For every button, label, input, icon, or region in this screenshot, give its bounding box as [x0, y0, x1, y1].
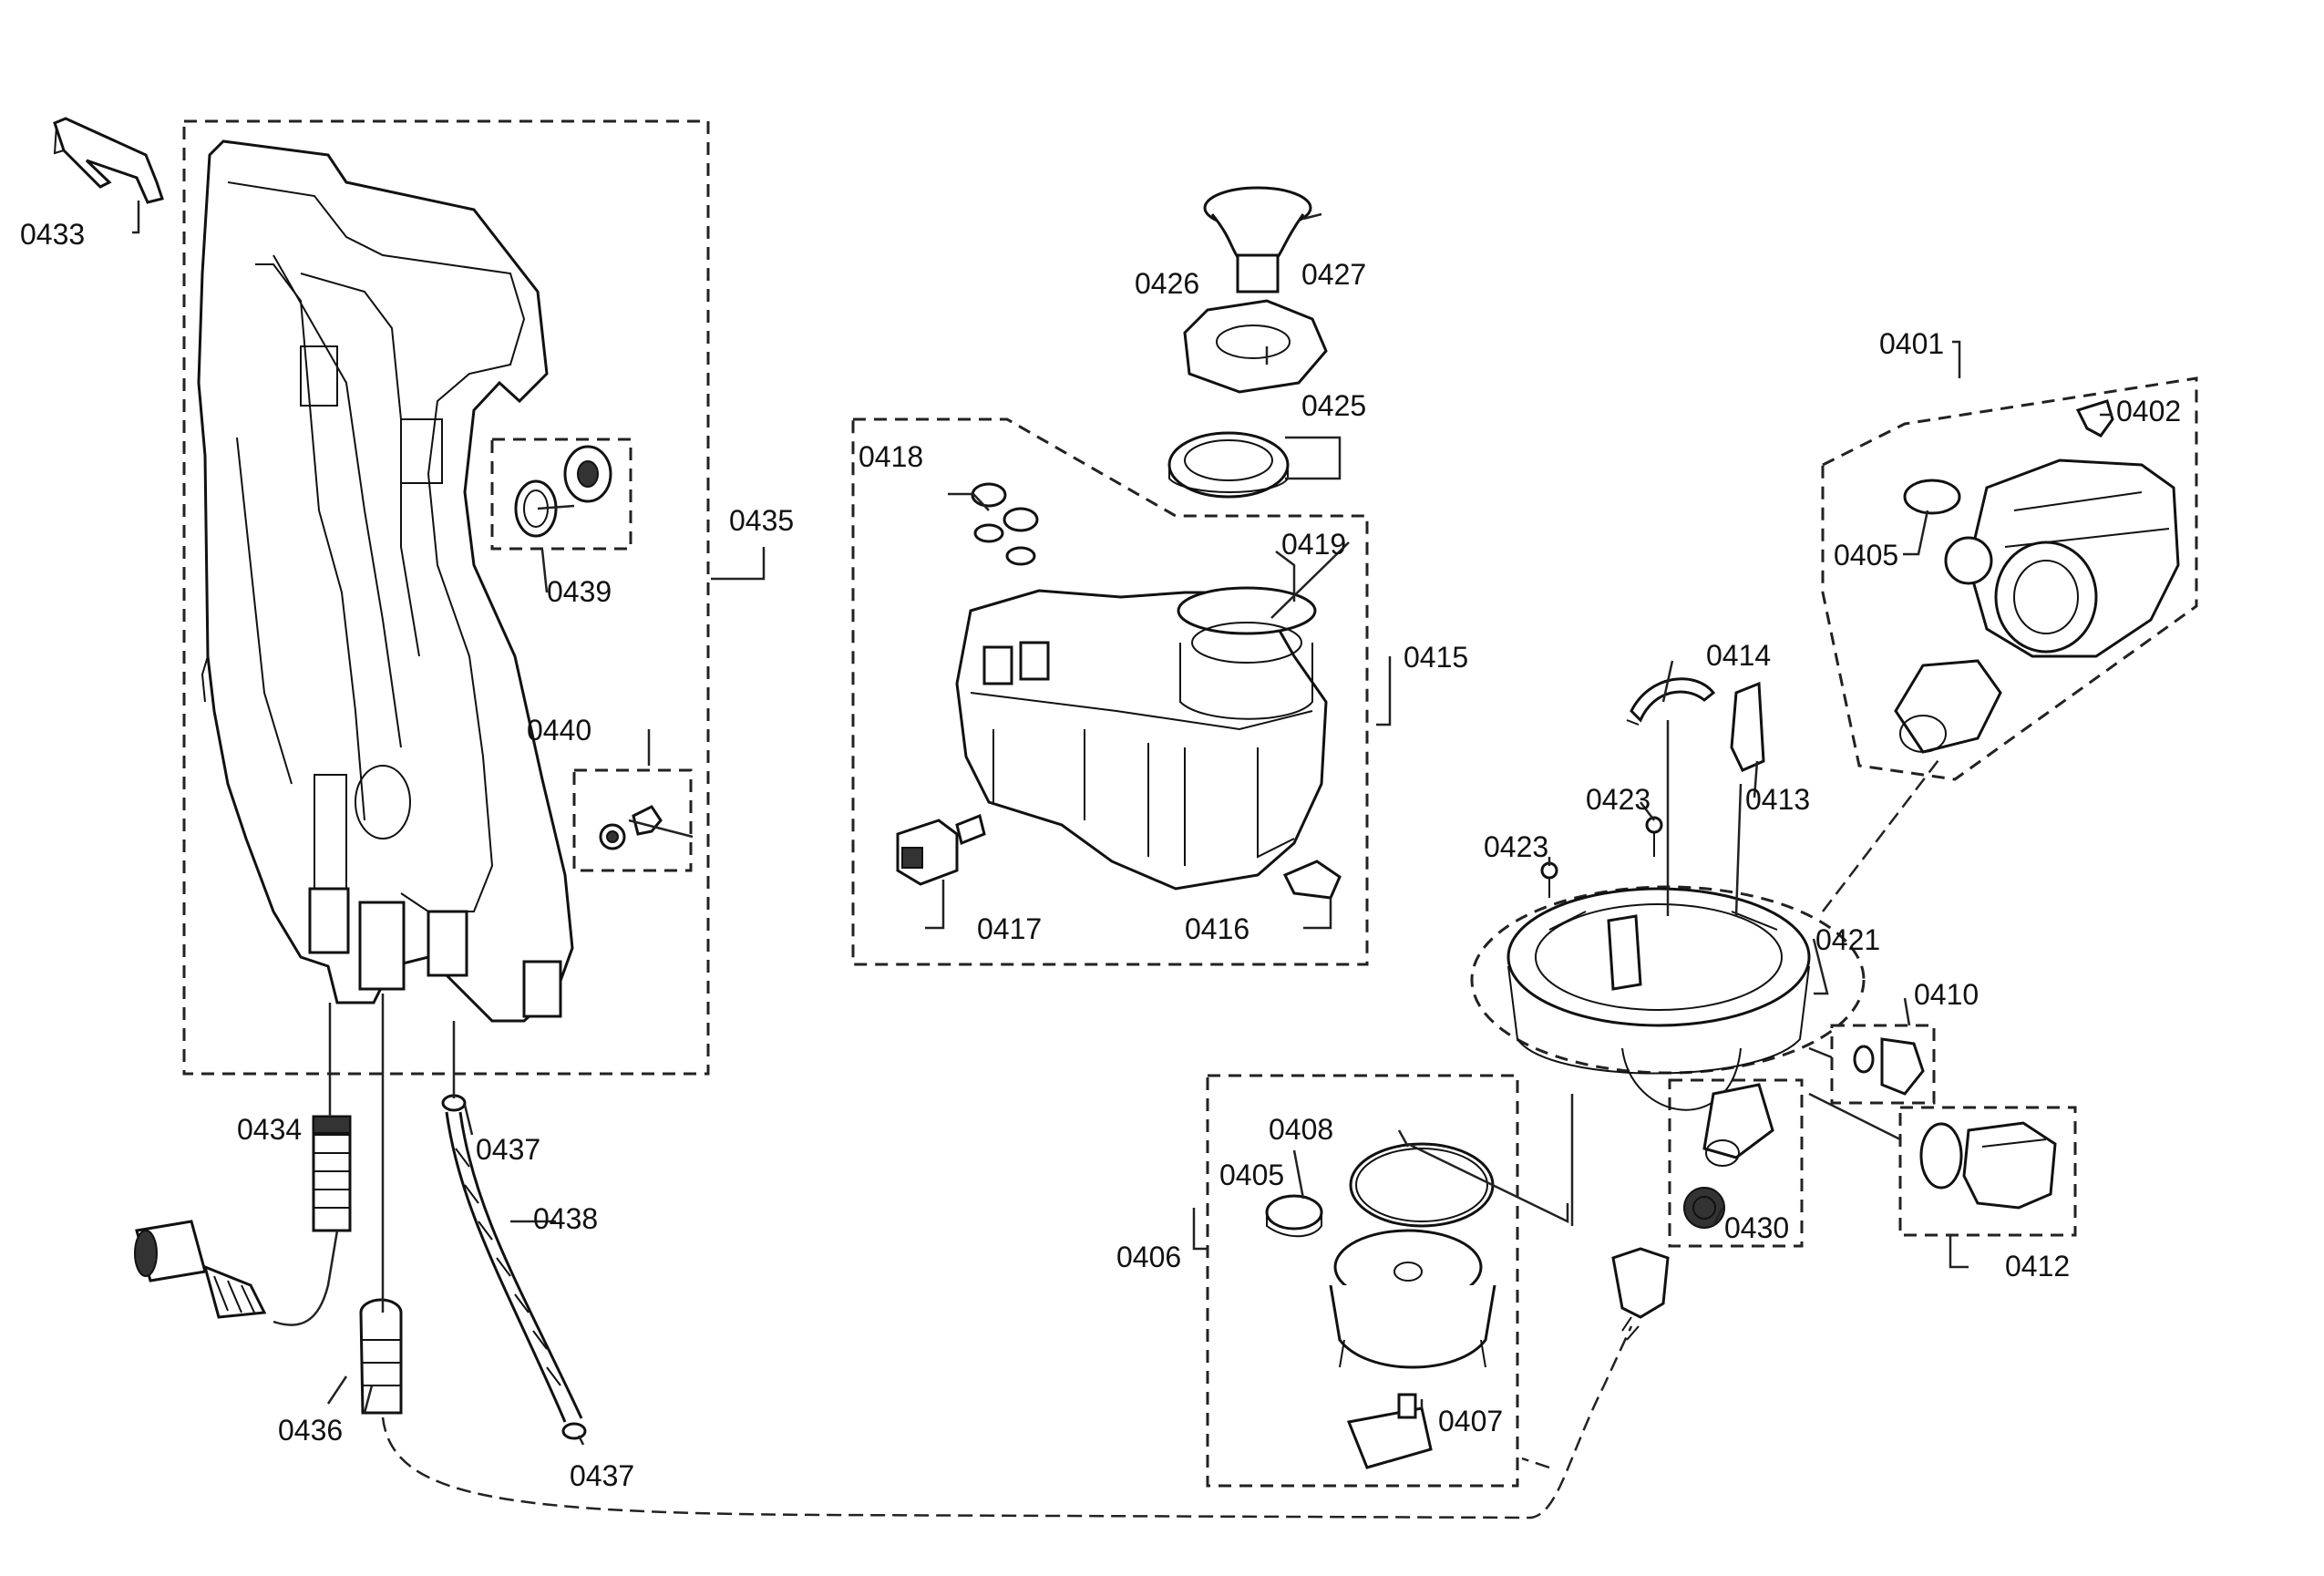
- callout-0430: 0430: [1724, 1211, 1789, 1244]
- callout-0439: 0439: [547, 575, 612, 608]
- callout-0405-bottom: 0405: [1219, 1159, 1284, 1191]
- sensor-0417-part: [896, 813, 986, 886]
- callout-0437-lower: 0437: [570, 1459, 634, 1492]
- connector-0434-part: [312, 1115, 352, 1232]
- clamp-0437-part: [441, 1094, 587, 1440]
- clip-0433-part: [53, 117, 164, 204]
- group-box-0418-0415: [851, 417, 1369, 966]
- cap-0427-part: [1203, 186, 1312, 294]
- callout-0434: 0434: [237, 1113, 302, 1146]
- callout-labels: 0433 0435 0439 0440 0418 0427 0426 0425 …: [20, 218, 2181, 1492]
- connector-0436-part: [359, 1298, 403, 1415]
- callout-0407: 0407: [1438, 1405, 1503, 1437]
- heater-housing-0415-part: [955, 586, 1328, 891]
- group-box-0412: [1898, 1106, 2077, 1237]
- spring-0430-part: [1683, 1187, 1725, 1229]
- bracket-0413-part: [1730, 681, 1765, 772]
- callout-0401: 0401: [1879, 327, 1944, 360]
- group-box-0406: [1206, 1074, 1519, 1488]
- callout-0413: 0413: [1745, 783, 1810, 816]
- callout-0421: 0421: [1815, 923, 1880, 956]
- callout-0402: 0402: [2116, 395, 2181, 427]
- callout-0408: 0408: [1269, 1113, 1333, 1146]
- cover-0426-part: [1183, 299, 1328, 394]
- hose-fitting-right-part: [1611, 1247, 1670, 1341]
- parts: [53, 117, 2180, 1469]
- sump-0421-part: [1506, 887, 1811, 1167]
- hose-routing-lines: [381, 756, 1942, 1519]
- callout-0410: 0410: [1914, 978, 1979, 1011]
- group-box-0439: [490, 438, 632, 551]
- leader-lines: [132, 201, 2113, 1446]
- callout-0436: 0436: [278, 1414, 343, 1447]
- drain-pump-0412-part: [1919, 1121, 2057, 1210]
- callout-0406: 0406: [1116, 1241, 1181, 1273]
- callout-0415: 0415: [1404, 641, 1468, 674]
- callout-0425: 0425: [1301, 389, 1366, 422]
- ring-0405-part: [1265, 1194, 1323, 1238]
- ring-nut-0425-part: [1167, 431, 1290, 499]
- callout-0435: 0435: [729, 504, 794, 537]
- water-distributor-panel-0435-part: [197, 139, 574, 1023]
- callout-0423-lower: 0423: [1484, 830, 1548, 863]
- sump-cover-0406-part: [1329, 1229, 1496, 1369]
- fitting-0410-part: [1853, 1037, 1925, 1096]
- group-box-0430: [1668, 1078, 1804, 1248]
- clip-0414-part: [1626, 677, 1716, 726]
- callout-0412: 0412: [2005, 1250, 2070, 1282]
- callout-0437-upper: 0437: [476, 1133, 540, 1166]
- callout-0416: 0416: [1185, 912, 1249, 945]
- group-box-0435: [182, 119, 710, 1076]
- circulation-pump-0401-part: [1894, 399, 2180, 754]
- callout-0405-top: 0405: [1834, 539, 1898, 572]
- group-box-0401: [1821, 376, 2198, 781]
- group-box-0440: [572, 768, 693, 872]
- threaded-fitting-part: [134, 1220, 267, 1319]
- callout-0414: 0414: [1706, 639, 1771, 672]
- callout-0419: 0419: [1281, 528, 1346, 561]
- callout-0426: 0426: [1135, 267, 1199, 300]
- gasket-0408-part: [1349, 1142, 1495, 1228]
- callout-0427: 0427: [1301, 258, 1366, 291]
- washer-set-0418-part: [971, 482, 1039, 566]
- seal-ring-0439-part: [514, 445, 612, 538]
- hose-0438-part: [445, 1111, 583, 1423]
- callout-0423-upper: 0423: [1586, 783, 1650, 816]
- check-valve-0440-part: [599, 805, 663, 850]
- bracket-0416-part: [1282, 860, 1342, 900]
- callout-0438: 0438: [533, 1202, 598, 1235]
- callout-0433: 0433: [20, 218, 85, 251]
- motor-0407-part: [1346, 1393, 1433, 1469]
- group-box-0410: [1830, 1024, 1936, 1105]
- callout-0440: 0440: [527, 714, 591, 747]
- callout-0417: 0417: [977, 912, 1042, 945]
- callout-0418: 0418: [859, 440, 923, 473]
- screw-0423-part: [1540, 816, 1663, 898]
